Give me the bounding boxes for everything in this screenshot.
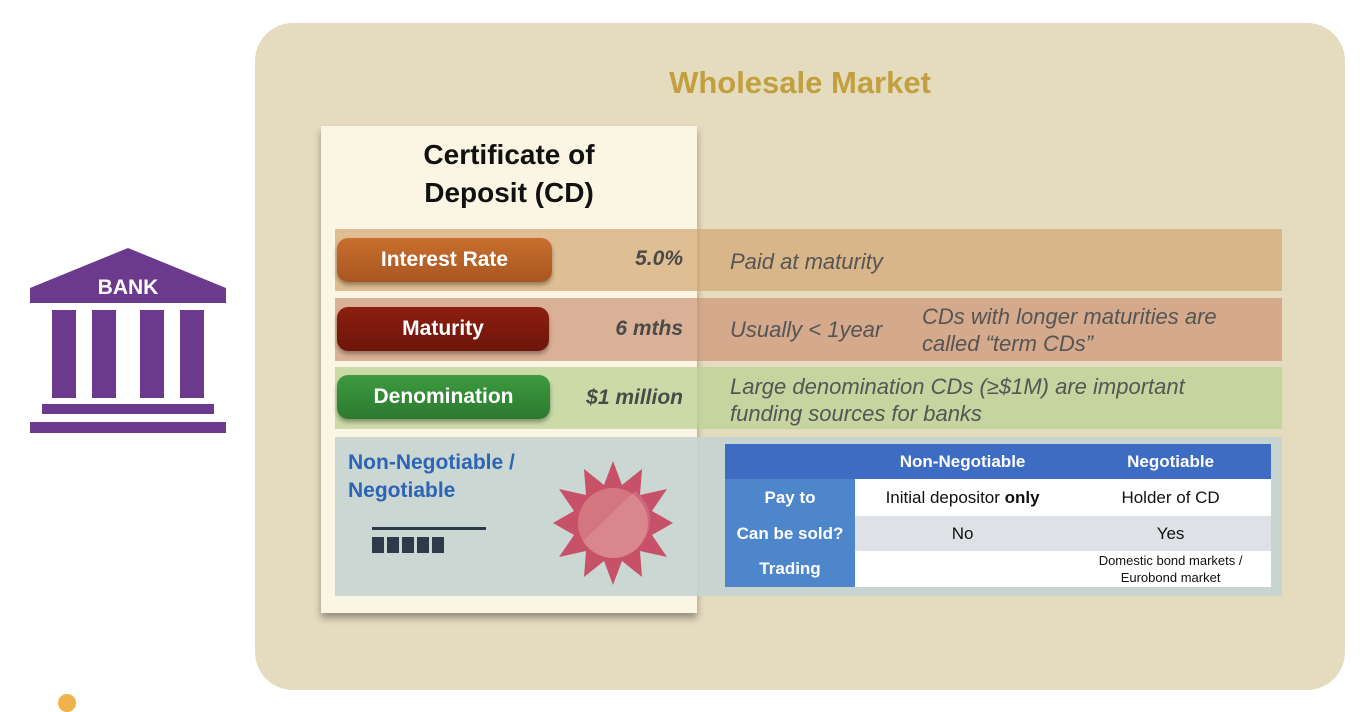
seal-circle: [578, 488, 648, 558]
row-head-pay-to: Pay to: [725, 479, 855, 516]
cell-trading-negotiable: Domestic bond markets / Eurobond market: [1070, 551, 1271, 587]
denomination-value: $1 million: [586, 386, 683, 409]
cell-trading-line1: Domestic bond markets /: [1098, 553, 1243, 568]
bank-step: [42, 404, 214, 414]
table-header-non-negotiable: Non-Negotiable: [855, 444, 1071, 479]
bank-column: [92, 310, 116, 398]
interest-rate-pill: Interest Rate: [337, 238, 552, 282]
seal-icon: [553, 461, 673, 585]
denomination-desc: Large denomination CDs (≥$1M) are import…: [730, 373, 1185, 427]
row-head-can-be-sold: Can be sold?: [725, 516, 855, 551]
table-row: Can be sold? No Yes: [725, 516, 1271, 551]
negotiable-label: Non-Negotiable / Negotiable: [348, 449, 548, 505]
bank-column: [52, 310, 76, 398]
bank-column: [180, 310, 204, 398]
cell-text: Initial depositor: [885, 487, 1005, 507]
cell-pay-to-non-negotiable: Initial depositor only: [855, 479, 1071, 516]
certificate-number-blocks: [372, 537, 444, 553]
cell-trading-non-negotiable: [855, 551, 1071, 587]
cd-title-line2: Deposit (CD): [424, 177, 594, 208]
seal-shine: [583, 491, 651, 558]
market-title: Wholesale Market: [669, 65, 931, 100]
bank-label: BANK: [98, 276, 159, 299]
negotiable-label-line2: Negotiable: [348, 479, 456, 502]
negotiable-label-line1: Non-Negotiable /: [348, 451, 515, 474]
table-header-row: Non-Negotiable Negotiable: [725, 444, 1271, 479]
bank-icon: BANK: [30, 248, 226, 433]
cd-title-line1: Certificate of: [423, 139, 595, 170]
maturity-extra-line2: called “term CDs”: [922, 331, 1094, 356]
bank-base: [30, 422, 226, 433]
maturity-pill: Maturity: [337, 307, 549, 351]
denomination-pill: Denomination: [337, 375, 550, 419]
denomination-desc-line1: Large denomination CDs (≥$1M) are import…: [730, 374, 1185, 399]
signature-line: [372, 527, 486, 530]
table-row: Pay to Initial depositor only Holder of …: [725, 479, 1271, 516]
bank-column: [140, 310, 164, 398]
cd-title: Certificate of Deposit (CD): [321, 136, 697, 212]
table-row: Trading Domestic bond markets / Eurobond…: [725, 551, 1271, 587]
table-header-negotiable: Negotiable: [1070, 444, 1271, 479]
table-header-empty: [725, 444, 855, 479]
comparison-table: Non-Negotiable Negotiable Pay to Initial…: [725, 444, 1271, 587]
bank-roof: [30, 248, 226, 303]
cell-pay-to-negotiable: Holder of CD: [1070, 479, 1271, 516]
denomination-desc-line2: funding sources for banks: [730, 401, 982, 426]
maturity-value: 6 mths: [615, 317, 683, 340]
cell-trading-line2: Eurobond market: [1120, 570, 1221, 585]
decorative-dot: [58, 694, 76, 712]
row-head-trading: Trading: [725, 551, 855, 587]
interest-rate-value: 5.0%: [635, 247, 683, 270]
cell-bold-text: only: [1004, 487, 1040, 507]
maturity-desc: Usually < 1year: [730, 317, 883, 342]
cell-sold-non-negotiable: No: [855, 516, 1071, 551]
cell-sold-negotiable: Yes: [1070, 516, 1271, 551]
interest-rate-desc: Paid at maturity: [730, 249, 883, 274]
maturity-extra: CDs with longer maturities are called “t…: [922, 303, 1217, 357]
maturity-extra-line1: CDs with longer maturities are: [922, 304, 1217, 329]
